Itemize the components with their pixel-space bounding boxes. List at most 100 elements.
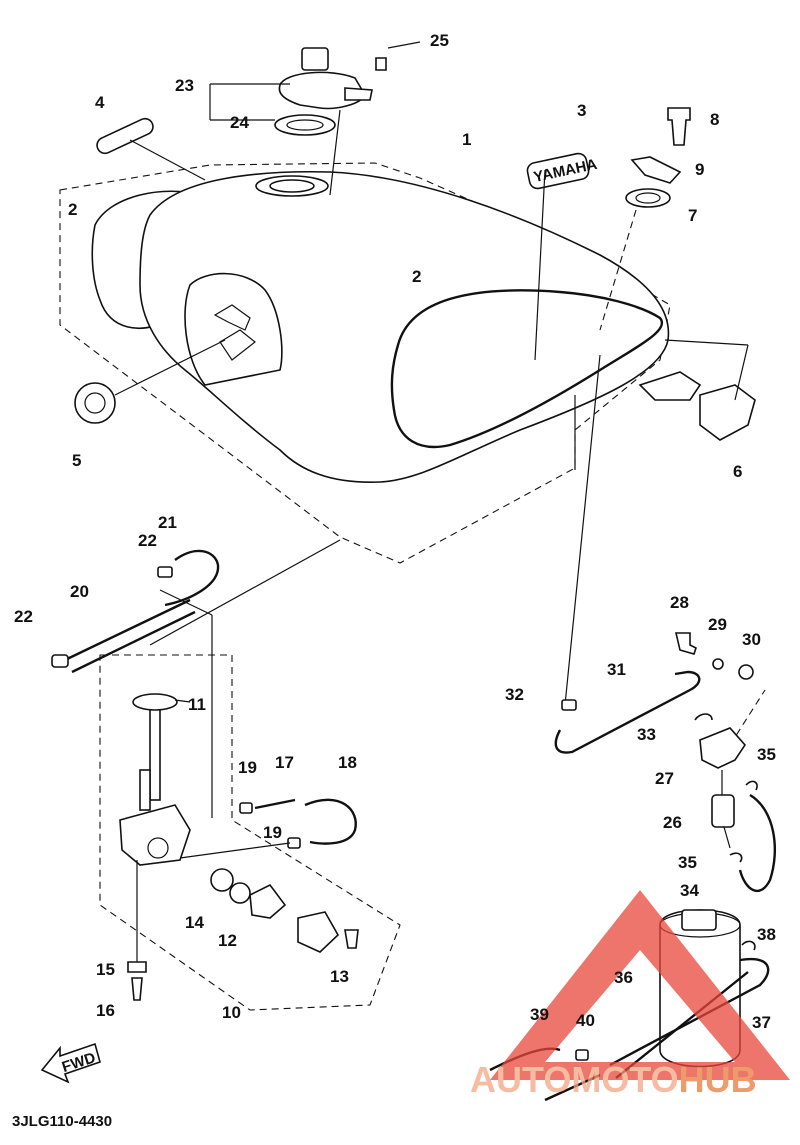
clip-33	[694, 713, 713, 721]
callout-21: 21	[158, 513, 177, 532]
fuel-cap-hinge	[344, 87, 373, 101]
callout-24: 24	[230, 113, 249, 132]
callout-9: 9	[695, 160, 704, 179]
callout-33: 33	[637, 725, 656, 744]
tank-damper-inner	[84, 392, 106, 414]
fuel-cock	[119, 694, 191, 866]
nut-30	[738, 664, 754, 680]
fuel-cap-assembly	[209, 41, 421, 196]
callout-27: 27	[655, 769, 674, 788]
callout-38: 38	[757, 925, 776, 944]
fuel-cock-body	[119, 804, 191, 866]
callout-line-tank-to-cock	[149, 539, 341, 646]
callout-line-4	[129, 139, 206, 181]
callout-39: 39	[530, 1005, 549, 1024]
callout-11: 11	[188, 695, 206, 714]
fuel-pipe-20	[64, 598, 191, 662]
callout-30: 30	[742, 630, 761, 649]
bracket-27	[699, 727, 747, 769]
o-ring-12	[229, 882, 251, 904]
callout-line-30	[729, 689, 766, 746]
o-ring-11	[132, 693, 178, 711]
callout-32: 32	[505, 685, 524, 704]
hose-clip-22b	[51, 654, 69, 668]
hose-31	[554, 670, 701, 754]
callout-22a: 22	[138, 531, 157, 550]
callout-36: 36	[614, 968, 633, 987]
callout-2a: 2	[68, 200, 77, 219]
hose-clip-19a	[239, 802, 253, 814]
fuel-cock-plate	[297, 911, 340, 953]
fuel-cock-bracket	[213, 304, 256, 361]
diagram-code: 3JLG110-4430	[12, 1113, 112, 1130]
callout-40: 40	[576, 1011, 595, 1030]
watermark-triangle-icon	[490, 890, 790, 1080]
clip-35b	[729, 852, 743, 863]
watermark-text-part1: AUTOMOTO	[470, 1059, 679, 1100]
fuel-cap-key	[301, 47, 329, 71]
callout-line-cap-to-tank	[329, 109, 341, 196]
callout-line-3	[534, 169, 546, 361]
callout-1: 1	[462, 130, 471, 149]
callout-26: 26	[663, 813, 682, 832]
callout-7: 7	[688, 206, 697, 225]
clip-40	[575, 1049, 589, 1061]
callout-numbers: 1 2 2 3 4 5 6 7 8 9 10 11 12 13 14 15 16…	[14, 31, 776, 1032]
callout-line-19	[179, 842, 291, 859]
hose-clip-22a	[157, 566, 173, 578]
fuel-cock-reserve-pipe	[139, 769, 151, 811]
hose-clip-32	[561, 699, 577, 711]
callout-18: 18	[338, 753, 357, 772]
callout-line-hose	[159, 589, 213, 616]
fuel-tank-group: YAMAHA	[59, 152, 671, 564]
tank-knee-pad-right	[390, 289, 664, 449]
tank-emblem: YAMAHA	[526, 152, 599, 190]
callout-25: 25	[430, 31, 449, 50]
callout-line-11	[174, 699, 191, 703]
callout-line-6b	[734, 344, 749, 401]
callout-10: 10	[222, 1003, 241, 1022]
fuel-cock-group-outline	[99, 654, 401, 1011]
callout-19b: 19	[263, 823, 282, 842]
callout-line-25	[387, 41, 421, 49]
fuel-tank-body	[139, 170, 670, 483]
callout-37: 37	[752, 1013, 771, 1032]
hose-34	[738, 793, 776, 893]
callout-29: 29	[708, 615, 727, 634]
fuel-cap	[278, 71, 366, 110]
callout-line-7	[599, 209, 637, 331]
hose-37-edge	[615, 971, 749, 1079]
callout-2b: 2	[412, 267, 421, 286]
callout-23: 23	[175, 76, 194, 95]
fuel-cock-port	[147, 837, 169, 859]
callout-35b: 35	[678, 853, 697, 872]
bolt-28	[674, 632, 697, 655]
clip-35a	[745, 780, 758, 791]
watermark-text-part2: HUB	[679, 1059, 757, 1100]
callout-20: 20	[70, 582, 89, 601]
fuel-filter-26	[711, 770, 735, 849]
fuel-pipe-20-edge	[71, 610, 196, 674]
fuel-cap-gasket-inner	[286, 119, 324, 131]
callout-22b: 22	[14, 607, 33, 626]
fuel-cock-lever	[249, 883, 287, 919]
callout-17: 17	[275, 753, 294, 772]
callout-line-6	[664, 339, 749, 346]
callout-19a: 19	[238, 758, 257, 777]
callout-5: 5	[72, 451, 81, 470]
callout-4: 4	[95, 93, 105, 112]
tank-rear-bracket	[638, 371, 756, 441]
fuel-cap-gasket	[274, 114, 336, 136]
fwd-arrow: FWD	[40, 1042, 101, 1084]
collar-7	[625, 188, 671, 208]
fuel-hose-17	[254, 798, 296, 810]
fuel-hose-18	[304, 798, 357, 845]
callout-line-5	[114, 339, 226, 396]
callout-28: 28	[670, 593, 689, 612]
plate-washer-9	[630, 156, 682, 184]
callout-34: 34	[680, 881, 699, 900]
collar-7-inner	[635, 192, 661, 204]
callout-16: 16	[96, 1001, 115, 1020]
fuel-cap-screw	[375, 57, 387, 71]
